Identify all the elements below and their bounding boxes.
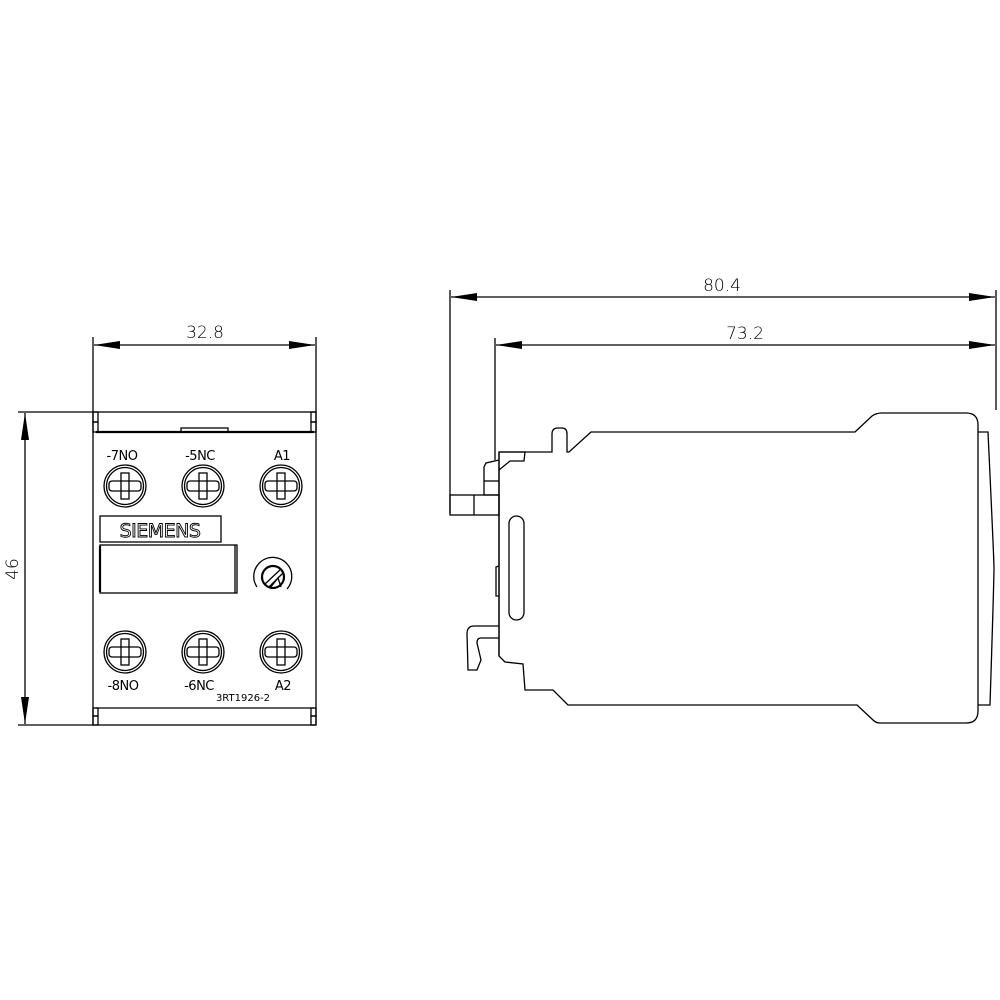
overall-length-dimension: 80.4 xyxy=(449,276,997,513)
terminal-label-a1: A1 xyxy=(274,449,290,464)
front-view: 32.8 46 -7NO -5NC A1 xyxy=(3,323,317,726)
screw-terminal-icon xyxy=(103,464,147,508)
terminal-label-5nc: -5NC xyxy=(185,449,215,464)
width-dimension: 32.8 xyxy=(92,323,317,412)
screw-terminal-icon xyxy=(181,630,225,674)
label-window xyxy=(99,544,238,594)
module-outline xyxy=(92,411,317,726)
height-dimension: 46 xyxy=(3,411,93,726)
slot xyxy=(508,515,525,621)
screw-terminal-icon xyxy=(103,630,147,674)
terminal-label-a2: A2 xyxy=(275,679,291,694)
overall-length-value: 80.4 xyxy=(703,276,741,296)
body-length-dimension: 73.2 xyxy=(494,324,995,460)
adjustment-dial-icon xyxy=(253,556,293,590)
body-length-value: 73.2 xyxy=(726,324,764,344)
screw-terminal-icon xyxy=(259,464,303,508)
side-body-outline xyxy=(498,412,979,724)
part-number: 3RT1926-2 xyxy=(216,693,270,704)
height-dimension-value: 46 xyxy=(3,558,23,580)
brand-plate xyxy=(99,515,222,543)
terminal-label-8no: -8NO xyxy=(108,679,139,694)
terminal-label-6nc: -6NC xyxy=(184,679,214,694)
terminal-label-7no: -7NO xyxy=(107,449,138,464)
width-dimension-value: 32.8 xyxy=(186,323,224,343)
screw-terminal-icon xyxy=(259,630,303,674)
side-view: 80.4 73.2 xyxy=(449,276,997,724)
brand-label: SIEMENS xyxy=(120,520,201,542)
screw-terminal-icon xyxy=(181,464,225,508)
